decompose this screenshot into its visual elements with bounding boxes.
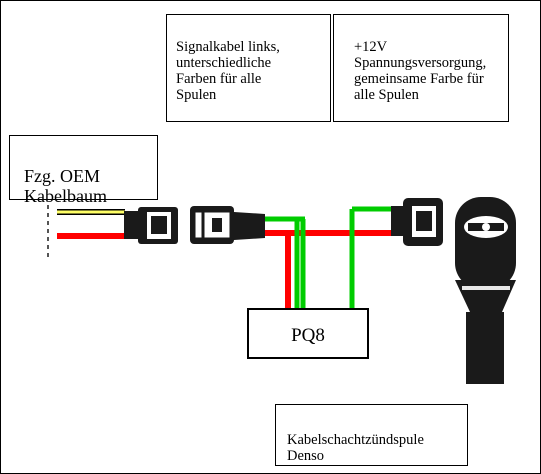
signal-cable-label: Signalkabel links, unterschiedliche Farb…	[166, 14, 331, 122]
signal-cable-text: Signalkabel links, unterschiedliche Farb…	[176, 39, 280, 103]
power-supply-label: +12V Spannungsversorgung, gemeinsame Far…	[333, 14, 509, 122]
adapter-connector	[190, 206, 265, 244]
coil-connector	[391, 198, 443, 246]
oem-harness-label: Fzg. OEM Kabelbaum	[9, 135, 158, 206]
ignition-coil	[455, 197, 516, 384]
oem-harness-wires	[47, 205, 125, 258]
oem-harness-text: Fzg. OEM Kabelbaum	[24, 166, 107, 206]
power-supply-text: +12V Spannungsversorgung, gemeinsame Far…	[354, 39, 487, 103]
oem-connector	[124, 207, 178, 244]
module-wires	[265, 206, 392, 310]
coil-text: Kabelschachtzündspule Denso	[287, 432, 424, 464]
pq8-module: PQ8	[247, 308, 369, 359]
pq8-label: PQ8	[291, 325, 325, 346]
coil-label: Kabelschachtzündspule Denso	[275, 404, 468, 466]
